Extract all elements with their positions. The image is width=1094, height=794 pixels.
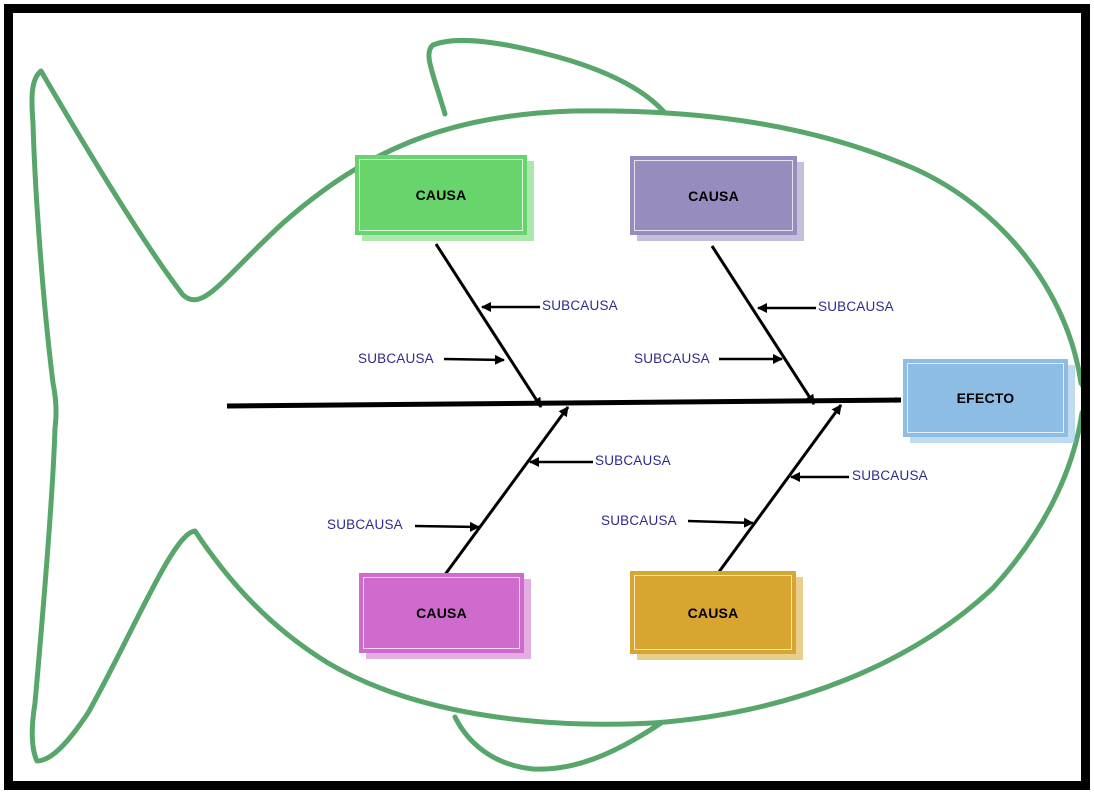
- effect-box-fill: EFECTO: [903, 359, 1068, 437]
- bone-top-left: [434, 243, 543, 408]
- cause-label: CAUSA: [688, 187, 739, 204]
- bone-bottom-left: [442, 406, 570, 577]
- subcause-label: SUBCAUSA: [358, 351, 434, 366]
- spine-arrow: [226, 397, 902, 409]
- cause-label: CAUSA: [687, 604, 739, 621]
- cause-label: CAUSA: [415, 187, 467, 203]
- cause-box-bottom-right: CAUSA: [630, 571, 803, 660]
- cause-box-fill: CAUSA: [355, 155, 527, 235]
- fishbone-diagram: [29, 37, 1081, 772]
- subcause-label: SUBCAUSA: [852, 468, 928, 483]
- subcause-arrow: [414, 521, 480, 532]
- subcause-arrow: [443, 354, 505, 365]
- diagram-frame: CAUSA CAUSA CAUSA CAUSA EFECTO SUBCAUSA …: [4, 4, 1090, 790]
- bone-top-right: [710, 245, 816, 405]
- cause-box-top-left: CAUSA: [355, 155, 534, 241]
- subcause-label: SUBCAUSA: [634, 351, 710, 366]
- subcause-arrow: [687, 517, 754, 528]
- cause-box-fill: CAUSA: [630, 571, 796, 654]
- cause-box-fill: CAUSA: [630, 156, 797, 235]
- fish-bottom-fin: [452, 714, 664, 772]
- subcause-label: SUBCAUSA: [595, 453, 671, 468]
- subcause-label: SUBCAUSA: [542, 298, 618, 313]
- subcause-label: SUBCAUSA: [601, 513, 677, 528]
- fish-body-outline: [29, 68, 1081, 764]
- bone-bottom-right: [714, 404, 843, 577]
- cause-box-fill: CAUSA: [359, 573, 524, 653]
- cause-box-top-right: CAUSA: [630, 156, 804, 241]
- effect-box: EFECTO: [903, 359, 1075, 443]
- subcause-label: SUBCAUSA: [327, 517, 403, 532]
- effect-label: EFECTO: [956, 390, 1015, 406]
- fish-top-fin: [426, 37, 668, 117]
- subcause-label: SUBCAUSA: [818, 299, 894, 314]
- cause-label: CAUSA: [416, 605, 467, 621]
- cause-box-bottom-left: CAUSA: [359, 573, 531, 659]
